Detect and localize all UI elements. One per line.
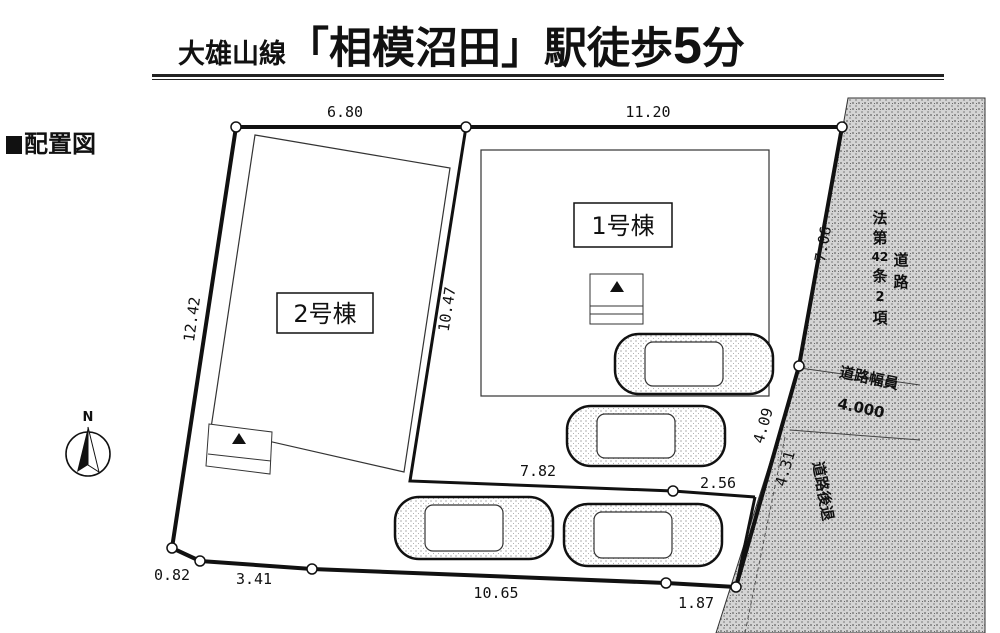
car (565, 404, 727, 468)
svg-text:2: 2 (875, 290, 884, 305)
compass-icon: N (65, 410, 111, 477)
car (613, 332, 775, 396)
walk-minutes: 5 (673, 17, 702, 75)
survey-points (166, 121, 848, 593)
square-bullet-icon (6, 136, 22, 154)
header-rule-thin (152, 79, 944, 80)
dimension-label: 10.65 (473, 584, 518, 602)
dimension-label: 1.87 (678, 594, 714, 612)
car (393, 495, 555, 561)
section-label: 配置図 (6, 124, 96, 159)
station-name: 「相模沼田」 (286, 24, 544, 74)
lot-boundary (170, 125, 844, 589)
section-label-text: 配置図 (24, 130, 96, 158)
survey-point (730, 581, 742, 593)
building-2-label: 2号棟 (293, 300, 356, 328)
dimension-label: 2.56 (700, 474, 736, 492)
dimension-label: 6.80 (327, 103, 363, 121)
survey-point (194, 555, 206, 567)
dimension-label: 0.82 (154, 566, 190, 584)
dimension-label: 7.82 (520, 462, 556, 480)
svg-text:路: 路 (893, 273, 909, 291)
building-1-label: 1号棟 (591, 212, 654, 240)
building-2: 2号棟 (205, 134, 451, 475)
walk-unit: 分 (701, 24, 745, 74)
driveway-line (672, 489, 756, 499)
header-rule (152, 74, 944, 77)
survey-point (836, 121, 848, 133)
entrance-marker-icon (610, 281, 624, 292)
survey-point (230, 121, 242, 133)
compass-label: N (83, 410, 94, 425)
header: 大雄山線「相模沼田」駅徒歩5分 (0, 0, 1000, 80)
svg-text:法: 法 (872, 209, 887, 227)
header-title: 大雄山線「相模沼田」駅徒歩5分 (178, 14, 745, 76)
svg-text:42: 42 (872, 250, 889, 264)
survey-point (166, 542, 178, 554)
dimension-label: 11.20 (625, 103, 670, 121)
car (562, 502, 724, 568)
dimension-label: 3.41 (236, 570, 272, 588)
road-area (715, 97, 986, 633)
entrance-marker-icon (232, 433, 246, 444)
dimension-label: 7.06 (811, 225, 835, 264)
driveway-edge (734, 496, 757, 588)
dimension-label: 4.09 (750, 406, 777, 446)
lot-divider (408, 126, 674, 493)
survey-point (660, 577, 672, 589)
svg-text:道: 道 (893, 251, 908, 269)
svg-text:第: 第 (872, 229, 887, 247)
svg-text:項: 項 (872, 309, 888, 327)
walk-prefix: 駅徒歩 (544, 24, 673, 74)
line-name: 大雄山線 (178, 39, 286, 70)
building-1: 1号棟 (480, 149, 770, 397)
survey-point (460, 121, 472, 133)
dimension-label: 12.42 (180, 296, 204, 343)
svg-text:条: 条 (871, 267, 888, 285)
survey-point (667, 485, 679, 497)
survey-point (793, 360, 805, 372)
survey-point (306, 563, 318, 575)
